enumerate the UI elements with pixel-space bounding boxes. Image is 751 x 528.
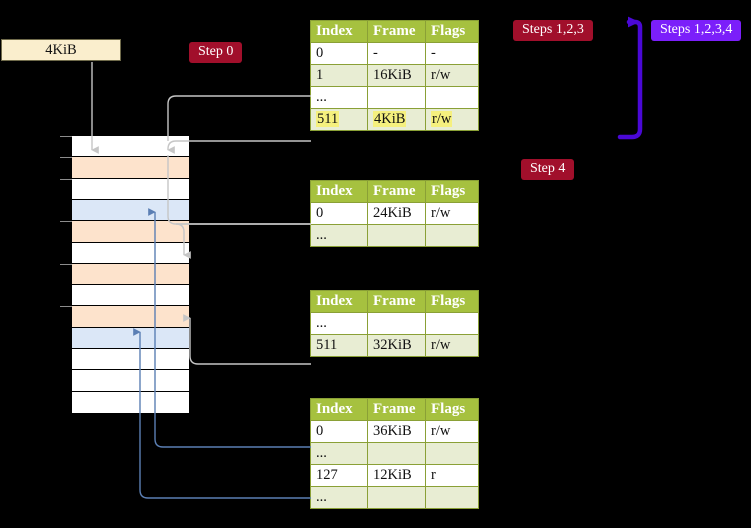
table-cell-flags: [425, 224, 479, 247]
step0-badge: Step 0: [189, 42, 243, 63]
column-header-index: Index: [310, 290, 368, 313]
memory-frame: [72, 327, 189, 350]
table-cell-frame: [367, 442, 426, 465]
memory-frame: [72, 221, 189, 243]
memory-frame: [72, 263, 189, 286]
table-cell-frame: 32KiB: [367, 334, 426, 357]
table-cell-frame: 24KiB: [367, 202, 426, 225]
table-row: ...: [310, 224, 479, 247]
table-cell-index: ...: [310, 486, 368, 509]
table-row: ...: [310, 86, 479, 109]
table-cell-frame: [367, 86, 426, 109]
column-header-frame: Frame: [367, 398, 426, 421]
table-cell-frame: [367, 224, 426, 247]
steps1234-badge: Steps 1,2,3,4: [651, 20, 742, 41]
memory-frame-tick: [60, 157, 72, 159]
table-cell-flags: -: [425, 42, 479, 65]
table-cell-flags: r/w: [425, 108, 479, 131]
table-cell-index: 0: [310, 42, 368, 65]
memory-frame: [72, 199, 189, 222]
table-cell-index: 1: [310, 64, 368, 87]
memory-frame: [72, 242, 189, 264]
table-cell-index: ...: [310, 86, 368, 109]
column-header-index: Index: [310, 20, 368, 43]
table-cell-frame: [367, 312, 426, 335]
memory-frame: [72, 349, 189, 371]
memory-frame: [72, 285, 189, 307]
step4-badge: Step 4: [521, 159, 575, 180]
table-cell-index: 127: [310, 464, 368, 487]
table-cell-frame: 4KiB: [367, 108, 426, 131]
table-cell-flags: r: [425, 464, 479, 487]
memory-frame: [72, 306, 189, 328]
memory-frame-tick: [60, 306, 72, 308]
column-header-index: Index: [310, 180, 368, 203]
steps1234-label: Steps 1,2,3,4: [660, 22, 733, 37]
table-cell-index: ...: [310, 312, 368, 335]
steps123-label: Steps 1,2,3: [522, 22, 584, 37]
column-header-frame: Frame: [367, 20, 426, 43]
table-row: ...: [310, 442, 479, 465]
table-cell-flags: r/w: [425, 64, 479, 87]
page-size-box: 4KiB: [1, 39, 121, 61]
table-cell-index: 0: [310, 420, 368, 443]
memory-frame: [72, 157, 189, 179]
table-cell-frame: 12KiB: [367, 464, 426, 487]
table-cell-frame: [367, 486, 426, 509]
table-row: 511 4KiB r/w: [310, 108, 479, 131]
table-cell-index: 511: [310, 334, 368, 357]
table-cell-flags: r/w: [425, 334, 479, 357]
column-header-frame: Frame: [367, 180, 426, 203]
column-header-index: Index: [310, 398, 368, 421]
table-cell-flags: [425, 486, 479, 509]
steps123-badge: Steps 1,2,3: [513, 20, 593, 41]
step0-label: Step 0: [198, 44, 234, 59]
memory-frame: [72, 178, 189, 200]
column-header-flags: Flags: [425, 290, 479, 313]
column-header-flags: Flags: [425, 20, 479, 43]
table-cell-flags: r/w: [425, 202, 479, 225]
memory-frame-tick: [60, 178, 72, 180]
table-cell-index: 0: [310, 202, 368, 225]
memory-frame: [72, 136, 189, 158]
memory-frame: [72, 391, 189, 413]
column-header-flags: Flags: [425, 398, 479, 421]
table-cell-flags: [425, 442, 479, 465]
memory-frame-tick: [60, 136, 72, 137]
column-header-frame: Frame: [367, 290, 426, 313]
memory-frame-tick: [60, 263, 72, 265]
table-cell-frame: -: [367, 42, 426, 65]
memory-frame: [72, 370, 189, 392]
table-cell-flags: [425, 312, 479, 335]
page-size-label: 4KiB: [45, 41, 77, 58]
table-cell-index: ...: [310, 224, 368, 247]
step4-label: Step 4: [530, 161, 566, 176]
table-row: 0--: [310, 42, 479, 65]
table-cell-flags: [425, 86, 479, 109]
highlighted-value: 511: [316, 111, 340, 127]
column-header-flags: Flags: [425, 180, 479, 203]
table-row: ...: [310, 486, 479, 509]
table-cell-frame: 16KiB: [367, 64, 426, 87]
physical-memory-column: [71, 135, 190, 414]
table-cell-index: 511: [310, 108, 368, 131]
table-cell-frame: 36KiB: [367, 420, 426, 443]
memory-frame-tick: [60, 221, 72, 223]
table-cell-flags: r/w: [425, 420, 479, 443]
table-row: ...: [310, 312, 479, 335]
table-cell-index: ...: [310, 442, 368, 465]
highlighted-value: r/w: [431, 111, 453, 127]
highlighted-value: 4KiB: [373, 111, 407, 127]
